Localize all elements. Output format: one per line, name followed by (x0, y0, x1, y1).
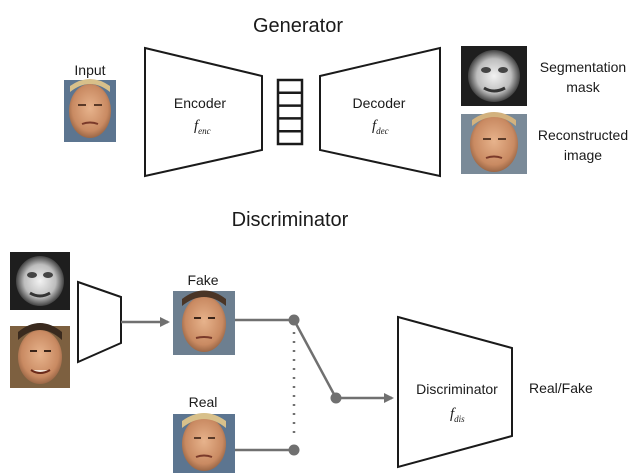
encoder-label: Encoder (174, 95, 226, 111)
reconstructed-face-image (461, 112, 527, 174)
reconstructed-image-label-line1: Reconstructed (538, 127, 628, 143)
discriminator-function-symbol: fdis (450, 406, 465, 424)
mask-input-image (10, 252, 70, 310)
segmentation-mask-label-line1: Segmentation (540, 59, 626, 75)
input-label: Input (74, 62, 105, 78)
real-fake-output-label: Real/Fake (529, 380, 593, 396)
switch-line (292, 319, 338, 399)
source-face-image (10, 323, 70, 388)
real-label: Real (189, 394, 218, 410)
latent-code-vector (276, 78, 304, 146)
discriminator-label: Discriminator (416, 381, 498, 397)
encoder-block (144, 46, 263, 178)
real-face-image (173, 413, 235, 473)
encoder-function-symbol: fenc (194, 118, 211, 136)
real-node (288, 444, 300, 456)
fake-label: Fake (187, 272, 218, 288)
decoder-label: Decoder (353, 95, 406, 111)
reconstructed-image-label-line2: image (564, 147, 602, 163)
generator-title: Generator (253, 15, 343, 37)
decoder-block (319, 46, 441, 178)
discriminator-title: Discriminator (232, 209, 349, 231)
discriminator-block (397, 315, 513, 469)
decoder-function-symbol: fdec (372, 118, 389, 136)
segmentation-mask-label-line2: mask (566, 79, 600, 95)
fake-face-image (173, 290, 235, 355)
small-generator-block (77, 280, 122, 364)
input-face-image (64, 79, 116, 142)
segmentation-mask-image (461, 46, 527, 106)
